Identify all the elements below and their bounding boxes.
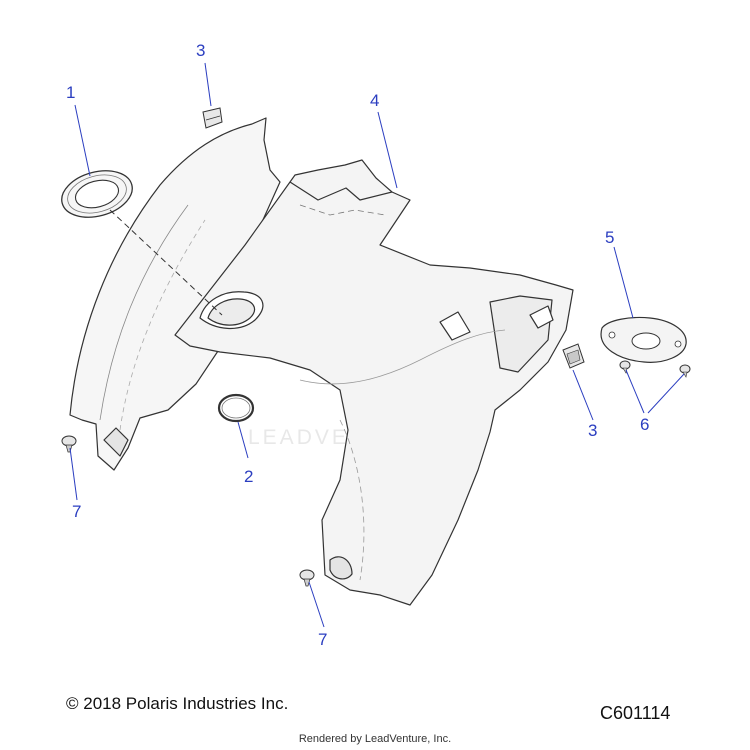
- copyright-text: © 2018 Polaris Industries Inc.: [66, 694, 289, 713]
- callout-7-left: 7: [72, 502, 81, 521]
- callout-4: 4: [370, 91, 379, 110]
- leader-lines: [69, 62, 685, 628]
- o-ring: [217, 393, 255, 423]
- alignment-line: [109, 209, 223, 316]
- rendered-by-text: Rendered by LeadVenture, Inc.: [298, 733, 452, 745]
- screw-right: [679, 364, 691, 378]
- diagram-code: C601114: [600, 703, 671, 723]
- clip-top: [202, 107, 223, 129]
- left-side-panel: [69, 117, 281, 471]
- rivet-left: [61, 435, 77, 453]
- callout-3-top: 3: [196, 41, 205, 60]
- bezel-ring: [61, 170, 133, 218]
- mount-plate: [600, 316, 687, 363]
- rivet-bottom: [299, 569, 315, 587]
- clip-right: [562, 343, 585, 369]
- screw-left: [619, 360, 631, 374]
- main-shroud: [174, 159, 574, 606]
- callout-5: 5: [605, 228, 614, 247]
- callout-2: 2: [244, 467, 253, 486]
- callout-6: 6: [640, 415, 649, 434]
- callout-3-right: 3: [588, 421, 597, 440]
- callout-1: 1: [66, 83, 75, 102]
- callout-7-bottom: 7: [318, 630, 327, 649]
